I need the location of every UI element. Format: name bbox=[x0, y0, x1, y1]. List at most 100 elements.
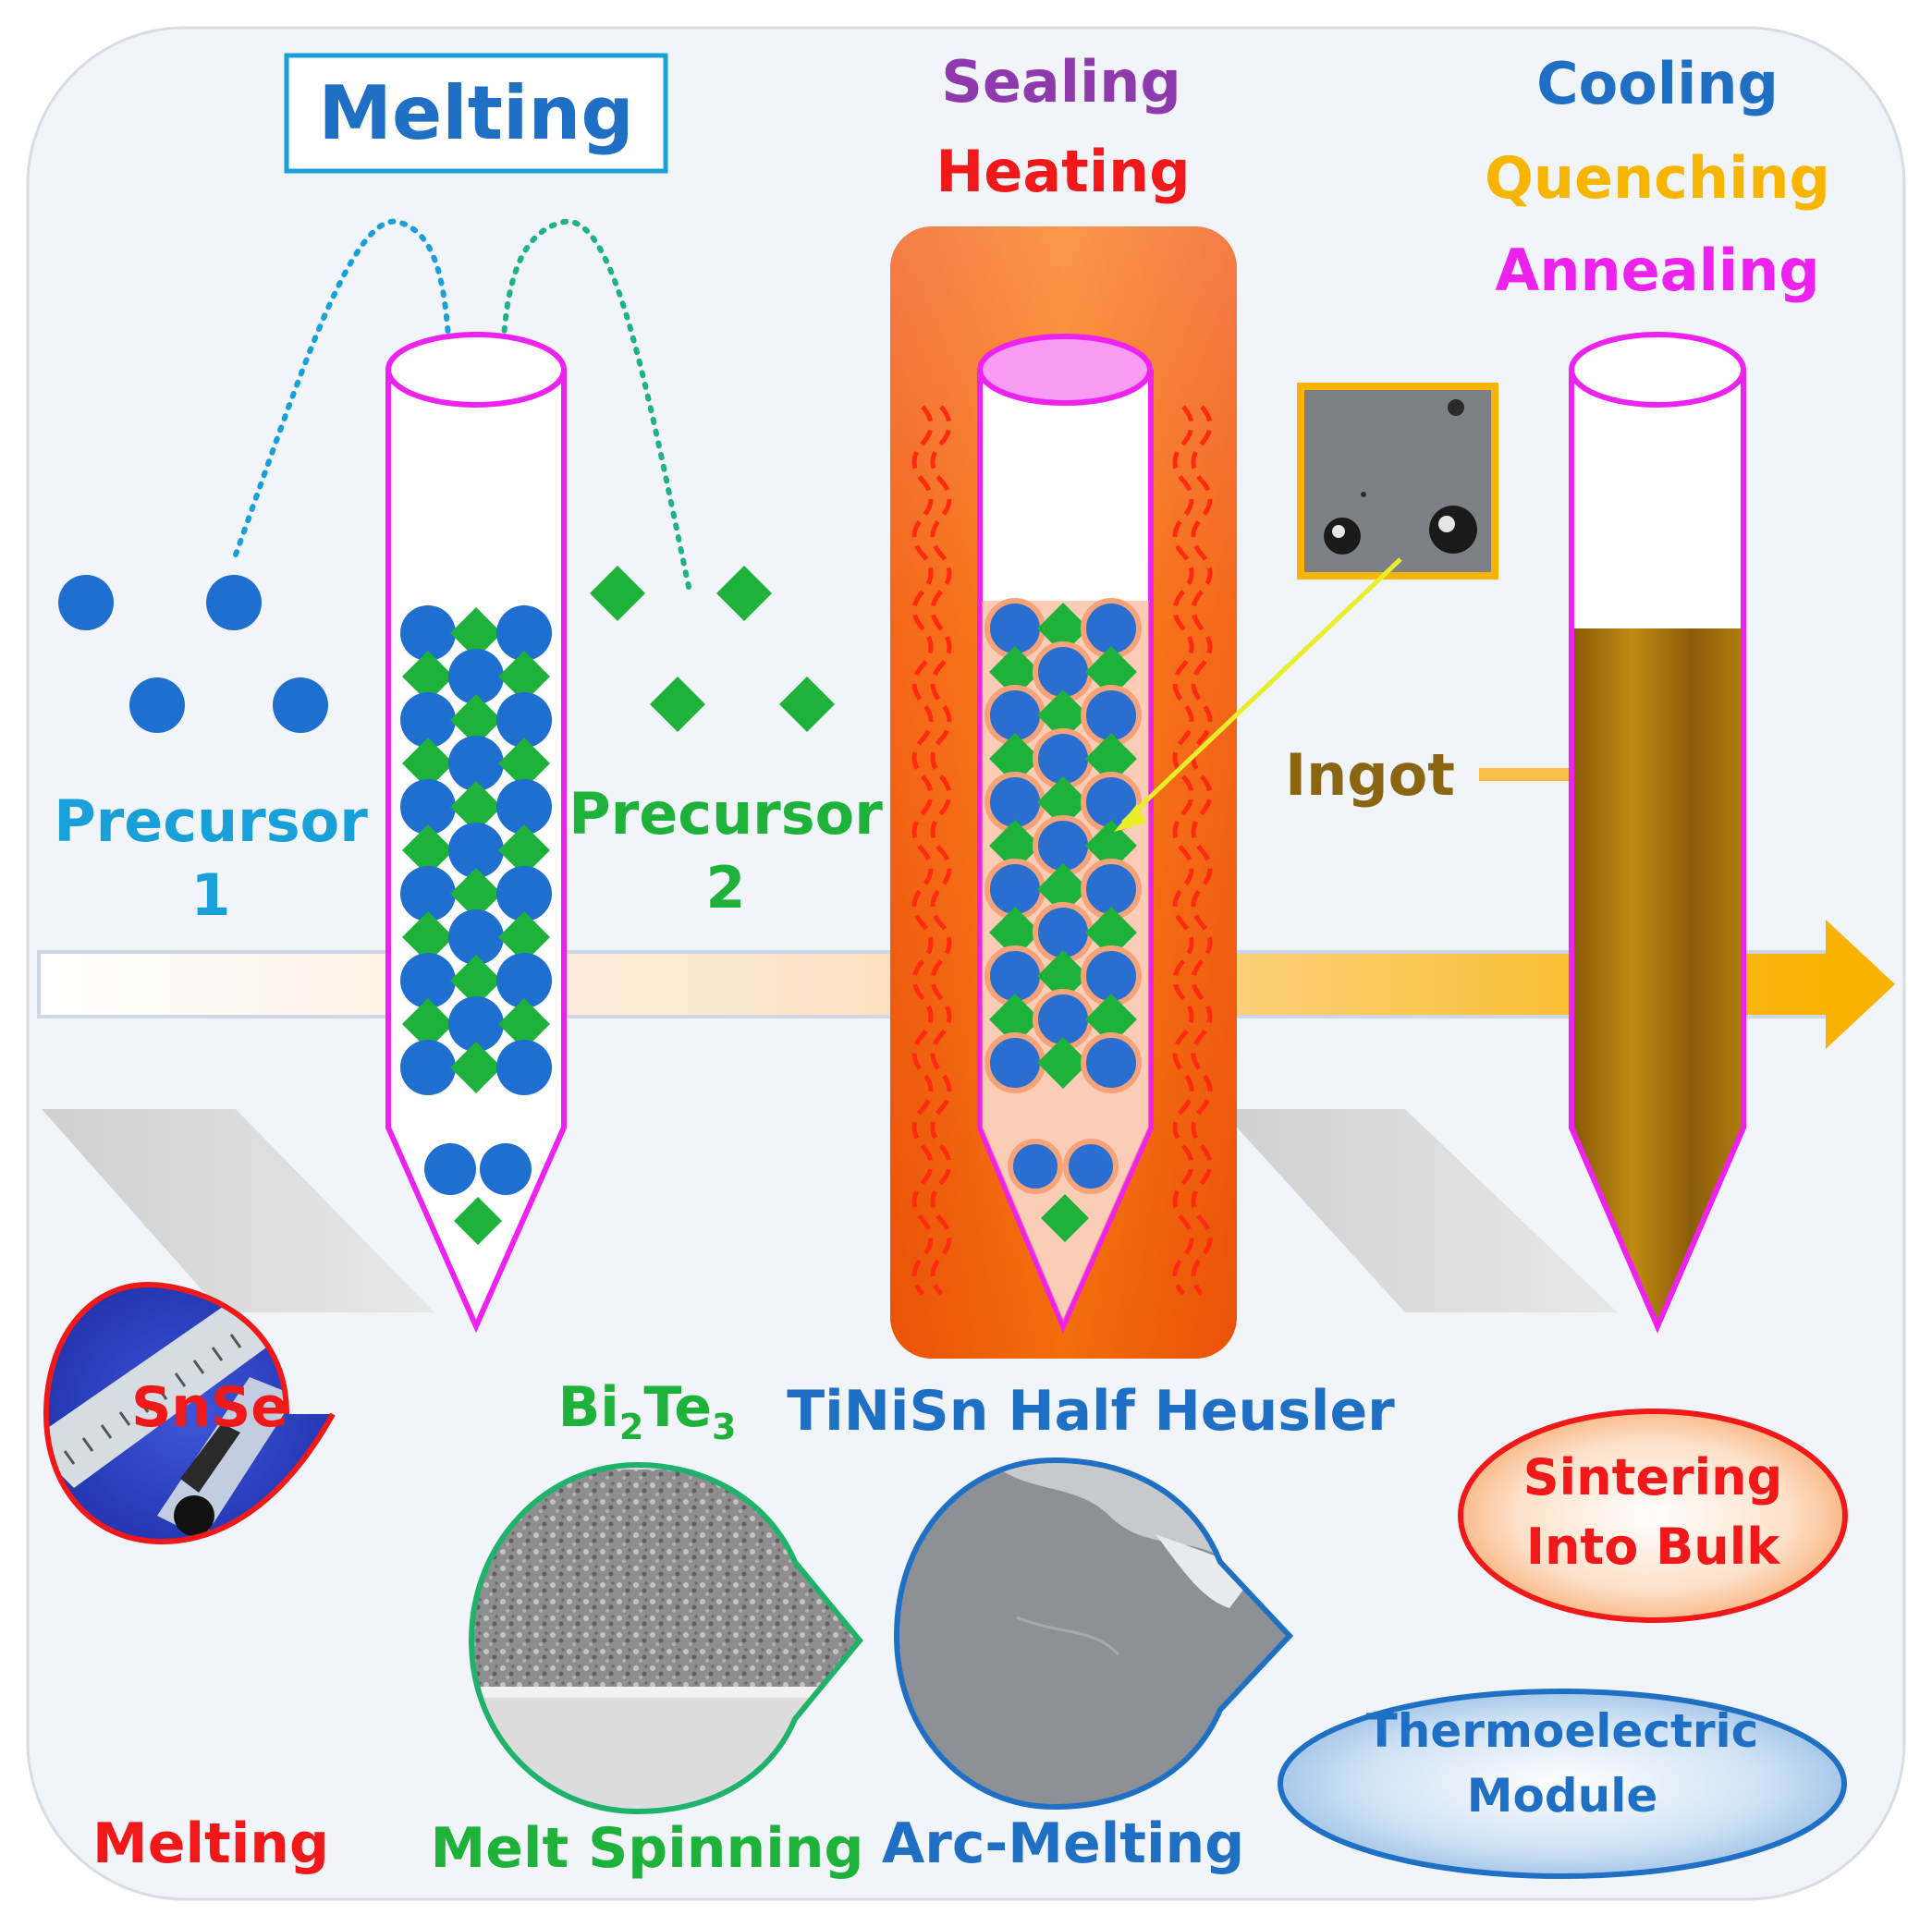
blue-circle-particle bbox=[448, 909, 504, 965]
green-diamond-particle bbox=[1085, 994, 1137, 1045]
green-diamond-particle bbox=[1037, 950, 1089, 1002]
green-diamond-particle bbox=[402, 651, 454, 702]
blue-circle-particle bbox=[400, 779, 456, 835]
ingot-arrow-shaft bbox=[1479, 768, 1581, 781]
green-diamond-particle bbox=[1037, 1037, 1089, 1089]
green-diamond-particle bbox=[989, 733, 1041, 785]
blue-circle-particle bbox=[400, 953, 456, 1008]
heat-wave-line bbox=[1191, 405, 1213, 1296]
green-diamond-particle bbox=[1085, 733, 1137, 785]
material-bi2te3: Bi2Te3 bbox=[558, 1380, 737, 1445]
melting-header-box bbox=[284, 53, 668, 174]
sintering-line-2: Into Bulk bbox=[1525, 1518, 1780, 1576]
tube-1-particle-fill bbox=[400, 605, 552, 1245]
furnace bbox=[890, 226, 1237, 1359]
green-diamond-particle bbox=[402, 998, 454, 1050]
bi2te3-mid: Te bbox=[643, 1375, 712, 1440]
green-diamond-particle bbox=[402, 824, 454, 876]
heat-wave-line bbox=[911, 405, 934, 1296]
dotted-arrow-precursor-1 bbox=[233, 218, 451, 557]
bi2te3-base: Bi bbox=[557, 1375, 619, 1440]
method-melt-spinning: Melt Spinning bbox=[430, 1816, 864, 1881]
green-diamond-particle bbox=[989, 994, 1041, 1045]
ruler-tick bbox=[192, 1360, 205, 1374]
blue-circle-particle bbox=[400, 692, 456, 748]
green-diamond-particle bbox=[402, 911, 454, 963]
dotted-arrow-precursor-2 bbox=[501, 218, 691, 590]
blue-circle-particle bbox=[400, 605, 456, 661]
green-diamond-particle bbox=[498, 651, 550, 702]
green-diamond-particle bbox=[989, 820, 1041, 872]
green-diamond-particle bbox=[1041, 1194, 1089, 1242]
ruler-tick bbox=[155, 1385, 168, 1400]
heat-wave-line bbox=[930, 405, 952, 1296]
precursor-1-number: 1 bbox=[190, 861, 231, 929]
material-tinisn: TiNiSn Half Heusler bbox=[787, 1379, 1395, 1444]
blue-circle-particle bbox=[496, 692, 552, 748]
green-diamond-particle bbox=[989, 907, 1041, 958]
green-diamond-particle bbox=[1037, 603, 1089, 654]
ruler-tick bbox=[174, 1372, 187, 1387]
ruler-tick bbox=[211, 1347, 224, 1361]
precursor-2-number: 2 bbox=[705, 854, 746, 921]
module-line-1: Thermoelectric bbox=[1365, 1704, 1759, 1758]
step-cooling: Cooling bbox=[1536, 50, 1779, 117]
green-diamond-particle bbox=[450, 868, 502, 920]
blue-circle-particle bbox=[448, 736, 504, 791]
method-arc-melting: Arc-Melting bbox=[881, 1811, 1245, 1876]
blue-circle-particle bbox=[496, 605, 552, 661]
ruler-tick bbox=[137, 1398, 150, 1413]
green-diamond-particle bbox=[498, 998, 550, 1050]
blue-circle-particle bbox=[400, 866, 456, 921]
blue-circle-particle bbox=[496, 1040, 552, 1095]
blue-circle-particle bbox=[984, 1032, 1045, 1093]
green-diamond-particle bbox=[450, 607, 502, 659]
green-diamond-particle bbox=[450, 955, 502, 1006]
green-diamond-particle bbox=[498, 738, 550, 789]
ingot-label: Ingot bbox=[1285, 741, 1455, 809]
blue-circle-particle bbox=[448, 823, 504, 878]
ruler-tick bbox=[100, 1424, 113, 1439]
module-oval bbox=[1278, 1689, 1847, 1879]
sintering-oval bbox=[1458, 1409, 1848, 1623]
shadow-2 bbox=[1220, 1109, 1618, 1312]
green-diamond-particle bbox=[498, 911, 550, 963]
green-diamond-particle bbox=[1085, 907, 1137, 958]
melting-header-text: Melting bbox=[318, 70, 634, 156]
method-melting: Melting bbox=[92, 1811, 329, 1876]
precursor-2-particles bbox=[590, 566, 835, 732]
blue-circle-particle bbox=[480, 1143, 532, 1195]
blue-circle-particle bbox=[1008, 1139, 1063, 1194]
blue-circle-particle bbox=[400, 1040, 456, 1095]
shadow-1 bbox=[42, 1109, 434, 1312]
heat-wave-line bbox=[1172, 405, 1194, 1296]
module-line-2: Module bbox=[1466, 1769, 1658, 1823]
green-diamond-particle bbox=[989, 646, 1041, 698]
blue-circle-particle bbox=[1081, 1032, 1142, 1093]
blue-circle-particle bbox=[1063, 1139, 1119, 1194]
green-diamond-particle bbox=[1085, 820, 1137, 872]
ruler-tick bbox=[81, 1437, 94, 1452]
precursor-1-label: Precursor bbox=[54, 787, 368, 855]
blue-circle-particle bbox=[448, 996, 504, 1052]
material-snse: SnSe bbox=[131, 1375, 288, 1440]
inset-pointer-line bbox=[1121, 557, 1402, 824]
ruler-tick bbox=[229, 1334, 242, 1348]
tube-3 bbox=[1569, 332, 1746, 1334]
bi2te3-sub1: 2 bbox=[618, 1407, 644, 1447]
green-diamond-particle bbox=[1037, 776, 1089, 828]
bi2te3-sub2: 3 bbox=[711, 1407, 737, 1447]
green-diamond-particle bbox=[450, 1042, 502, 1093]
green-diamond-particle bbox=[402, 738, 454, 789]
blue-circle-particle bbox=[496, 779, 552, 835]
ruler-tick bbox=[118, 1411, 131, 1426]
green-diamond-particle bbox=[1037, 689, 1089, 741]
ingot-micrograph-inset bbox=[1297, 383, 1498, 579]
step-sealing: Sealing bbox=[941, 48, 1181, 116]
inset-pointer-head bbox=[1114, 804, 1146, 832]
precursor-2-label: Precursor bbox=[569, 780, 883, 848]
blue-circle-particle bbox=[496, 866, 552, 921]
precursor-1-particles bbox=[58, 575, 328, 733]
